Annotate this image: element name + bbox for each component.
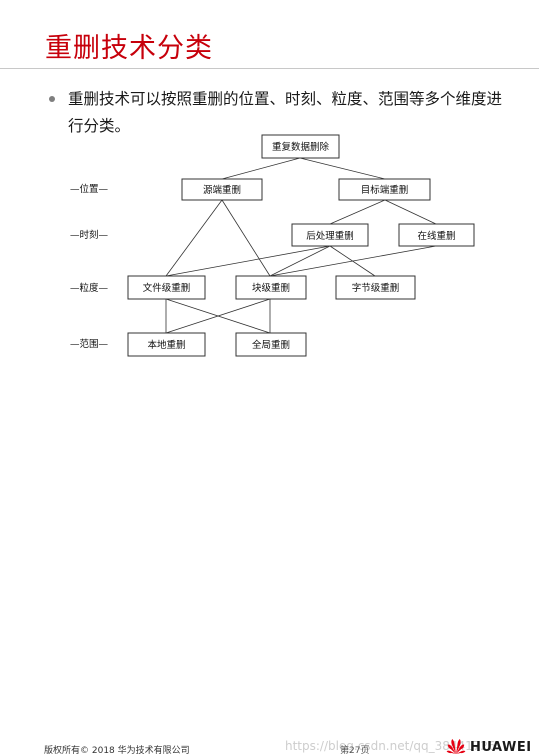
row-label-scope: —范围— [70,338,109,350]
node-local-dedup-label: 本地重删 [147,339,185,351]
edge-root-target [299,157,386,180]
node-block-level-dedup-label: 块级重删 [252,282,290,294]
node-post-process-dedup-label: 后处理重删 [306,230,354,242]
node-global-dedup-label: 全局重删 [252,339,290,351]
edge-inline-block [269,245,437,277]
edge-post-block [269,245,331,277]
slide-title: 重删技术分类 [45,33,213,64]
title-divider [0,68,539,69]
node-post-process-dedup: 后处理重删 [291,223,369,247]
node-source-dedup-label: 源端重删 [203,184,241,196]
node-inline-dedup-label: 在线重删 [417,230,455,242]
dedup-classification-diagram: —位置— —时刻— —粒度— —范围— 重复数据删除 源端重删 目标端重删 后处… [70,134,475,357]
edge-source-file [165,199,223,277]
huawei-logo-icon [446,739,466,754]
slide: 重删技术分类 重删技术可以按照重删的位置、时刻、粒度、范围等多个维度进行分类。 … [0,33,539,756]
edge-block-local [165,298,271,334]
bullet-icon [49,96,55,102]
node-byte-level-dedup-label: 字节级重删 [352,282,400,294]
copyright-text: 版权所有© 2018 华为技术有限公司 [44,746,190,756]
node-target-dedup: 目标端重删 [338,178,431,201]
edge-root-source [221,157,301,180]
node-byte-level-dedup: 字节级重删 [335,275,416,300]
footer: 版权所有© 2018 华为技术有限公司 https://blog.csdn.ne… [0,365,539,756]
row-label-timing: —时刻— [70,229,109,241]
edge-post-file [165,245,331,277]
node-source-dedup: 源端重删 [181,178,263,201]
node-global-dedup: 全局重删 [235,332,307,357]
huawei-logo-text: HUAWEI [470,740,532,755]
node-dedup-root-label: 重复数据删除 [272,141,330,153]
row-label-granularity: —粒度— [70,282,109,294]
node-block-level-dedup: 块级重删 [235,275,307,300]
node-local-dedup: 本地重删 [127,332,206,357]
node-inline-dedup: 在线重删 [398,223,475,247]
row-label-position: —位置— [70,183,109,195]
node-file-level-dedup-label: 文件级重删 [143,282,191,294]
edge-target-post [329,199,386,225]
node-file-level-dedup: 文件级重删 [127,275,206,300]
edge-source-block [221,199,271,277]
bullet-text: 重删技术可以按照重删的位置、时刻、粒度、范围等多个维度进行分类。 [68,90,503,135]
node-target-dedup-label: 目标端重删 [361,184,409,196]
node-dedup-root: 重复数据删除 [261,134,340,159]
edge-target-inline [384,199,437,225]
page-number: 第27页 [340,746,370,756]
